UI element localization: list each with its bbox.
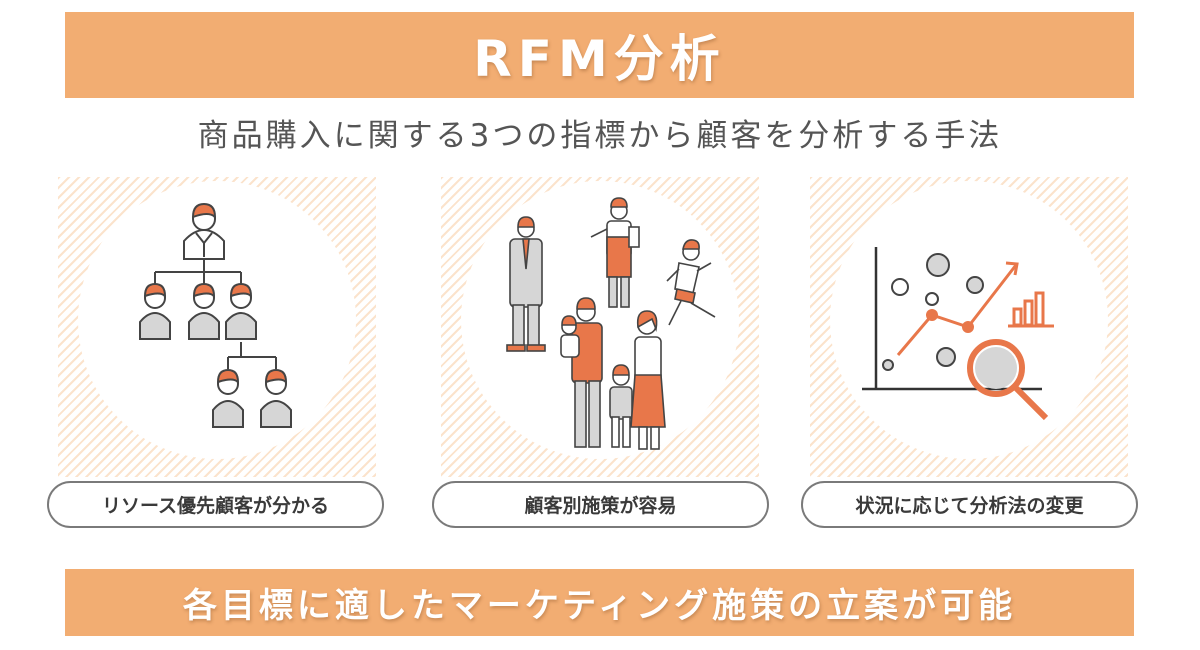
page-title: RFM分析 bbox=[473, 30, 726, 88]
panel-label-customer-measures: 顧客別施策が容易 bbox=[432, 481, 769, 528]
org-chart-icon bbox=[139, 202, 292, 428]
title-banner: RFM分析 bbox=[65, 12, 1134, 98]
panel-label-priority-customers: リソース優先顧客が分かる bbox=[47, 481, 384, 528]
page-subtitle: 商品購入に関する3つの指標から顧客を分析する手法 bbox=[197, 118, 1003, 154]
footer-banner: 各目標に適したマーケティング施策の立案が可能 bbox=[65, 569, 1134, 636]
panel-priority-customers bbox=[58, 177, 376, 477]
data-analysis-icon bbox=[862, 247, 1054, 421]
panel-label-method-change: 状況に応じて分析法の変更 bbox=[801, 481, 1138, 528]
footer-text: 各目標に適したマーケティング施策の立案が可能 bbox=[182, 586, 1017, 626]
panel-customer-measures bbox=[441, 177, 759, 477]
panel-method-change bbox=[810, 177, 1128, 477]
customer-group-icon bbox=[506, 197, 716, 450]
